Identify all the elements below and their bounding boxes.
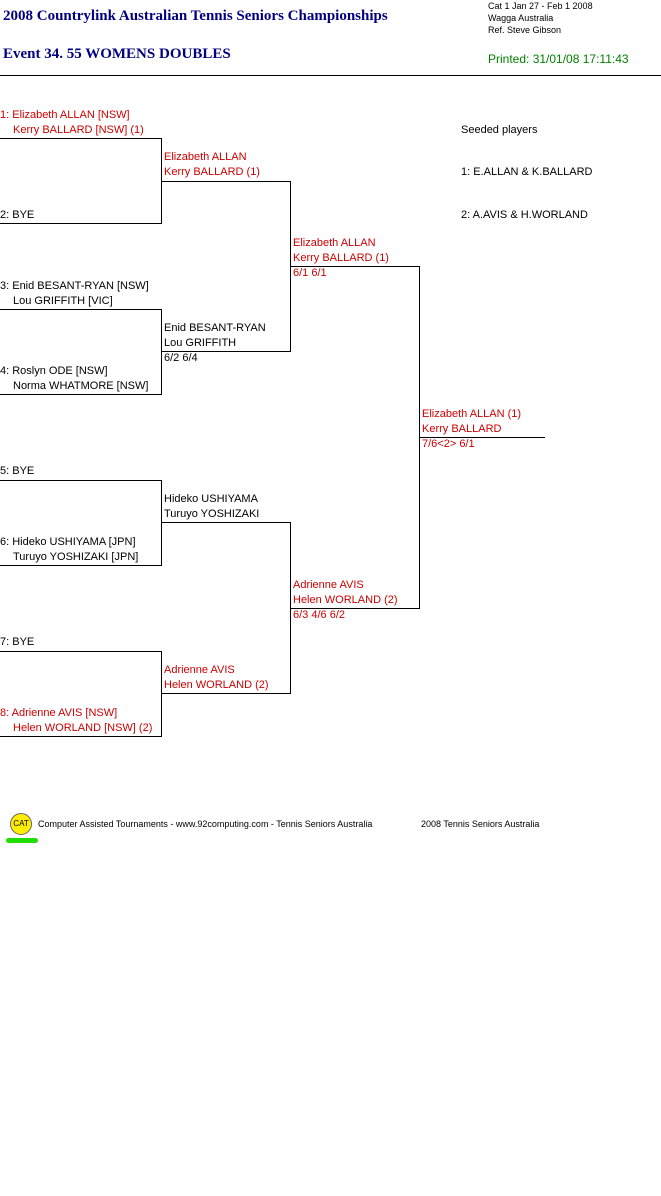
r2-entry-1: Elizabeth ALLAN <box>164 151 247 163</box>
r2-entry-3: Hideko USHIYAMA <box>164 493 258 505</box>
final-winner: Elizabeth ALLAN (1) <box>422 408 522 420</box>
seeded-players-heading: Seeded players <box>461 124 538 136</box>
bracket-line <box>161 480 162 566</box>
r2-entry-2-partner: Lou GRIFFITH <box>164 337 237 349</box>
bracket-line <box>0 651 162 652</box>
r1-entry-6-partner: Turuyo YOSHIZAKI [JPN] <box>13 551 139 563</box>
r1-entry-7: 7: BYE <box>0 636 35 648</box>
final-winner-partner: Kerry BALLARD <box>422 423 502 435</box>
r2-entry-4: Adrienne AVIS <box>164 664 235 676</box>
event-info-dates: Cat 1 Jan 27 - Feb 1 2008 <box>488 1 593 11</box>
event-info-referee: Ref. Steve Gibson <box>488 25 562 35</box>
final-score: 7/6<2> 6/1 <box>422 438 475 450</box>
event-info-location: Wagga Australia <box>488 13 554 23</box>
r2-entry-2: Enid BESANT-RYAN <box>164 322 266 334</box>
r1-entry-8-partner: Helen WORLAND [NSW] (2) <box>13 722 153 734</box>
r2-entry-2-score: 6/2 6/4 <box>164 352 198 364</box>
cat-logo-icon: CAT <box>10 813 32 835</box>
bracket-line <box>290 608 420 609</box>
event-title: Event 34. 55 WOMENS DOUBLES <box>3 46 231 62</box>
r1-entry-1-partner: Kerry BALLARD [NSW] (1) <box>13 124 144 136</box>
r1-entry-3-partner: Lou GRIFFITH [VIC] <box>13 295 113 307</box>
bracket-line <box>0 309 162 310</box>
footer-organizer: 2008 Tennis Seniors Australia <box>421 819 540 829</box>
sf-entry-1-score: 6/1 6/1 <box>293 267 327 279</box>
r1-entry-2: 2: BYE <box>0 209 35 221</box>
sf-entry-2-partner: Helen WORLAND (2) <box>293 594 398 606</box>
cat-logo-underline <box>6 838 38 843</box>
bracket-line <box>161 309 162 395</box>
bracket-line <box>161 522 291 523</box>
bracket-line <box>0 223 162 224</box>
sf-entry-1: Elizabeth ALLAN <box>293 237 376 249</box>
r2-entry-3-partner: Turuyo YOSHIZAKI <box>164 508 260 520</box>
bracket-line <box>0 138 162 139</box>
bracket-line <box>0 565 162 566</box>
seed-2: 2: A.AVIS & H.WORLAND <box>461 209 588 221</box>
sf-entry-1-partner: Kerry BALLARD (1) <box>293 252 389 264</box>
bracket-line <box>161 181 291 182</box>
r1-entry-4: 4: Roslyn ODE [NSW] <box>0 365 108 377</box>
bracket-line <box>161 651 162 737</box>
bracket-line <box>290 266 420 267</box>
bracket-line <box>161 351 291 352</box>
bracket-line <box>419 437 545 438</box>
r1-entry-1: 1: Elizabeth ALLAN [NSW] <box>0 109 130 121</box>
r1-entry-3: 3: Enid BESANT-RYAN [NSW] <box>0 280 149 292</box>
footer-credit: Computer Assisted Tournaments - www.92co… <box>38 819 373 829</box>
bracket-line <box>0 736 162 737</box>
tournament-title: 2008 Countrylink Australian Tennis Senio… <box>3 8 388 24</box>
r2-entry-4-partner: Helen WORLAND (2) <box>164 679 269 691</box>
r1-entry-6: 6: Hideko USHIYAMA [JPN] <box>0 536 136 548</box>
r2-entry-1-partner: Kerry BALLARD (1) <box>164 166 260 178</box>
bracket-line <box>0 480 162 481</box>
sf-entry-2: Adrienne AVIS <box>293 579 364 591</box>
bracket-line <box>0 394 162 395</box>
seed-1: 1: E.ALLAN & K.BALLARD <box>461 166 593 178</box>
r1-entry-8: 8: Adrienne AVIS [NSW] <box>0 707 118 719</box>
sf-entry-2-score: 6/3 4/6 6/2 <box>293 609 345 621</box>
r1-entry-4-partner: Norma WHATMORE [NSW] <box>13 380 149 392</box>
printed-timestamp: Printed: 31/01/08 17:11:43 <box>488 52 629 66</box>
header-divider <box>0 75 661 76</box>
bracket-line <box>161 693 291 694</box>
r1-entry-5: 5: BYE <box>0 465 35 477</box>
